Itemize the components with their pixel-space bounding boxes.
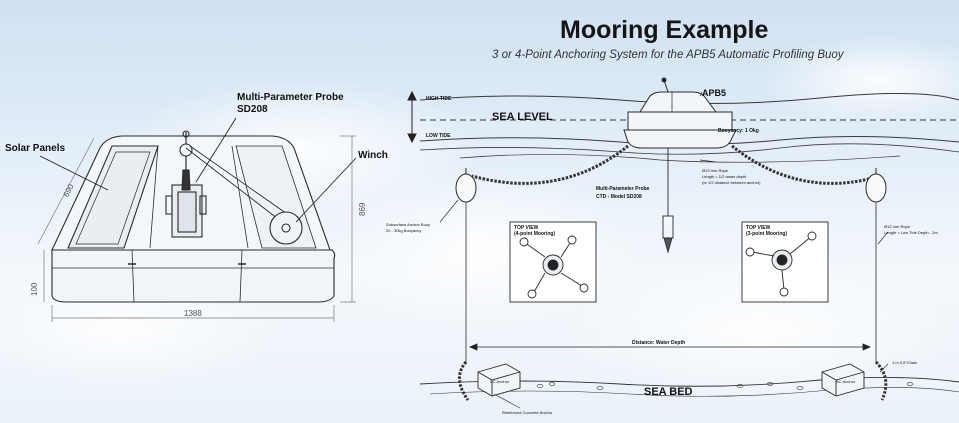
right-label-leaders	[439, 91, 889, 409]
ctd-probe	[662, 148, 674, 254]
tide-markers	[407, 90, 417, 144]
dimension-base: 100	[30, 282, 39, 296]
subsurface-buoy-line2: 20 - 30kg Buoyancy	[386, 228, 422, 233]
rope-note-line3: (or 1/2 distance between anchor)	[702, 180, 761, 185]
rope-note-line1: Ø12 mm Rope	[702, 168, 729, 173]
subsurface-buoys	[455, 168, 887, 203]
anchor-block-text-right: AC Anchor	[836, 379, 856, 384]
high-tide-label: HIGH TIDE	[426, 96, 452, 102]
page-title: Mooring Example	[560, 16, 769, 44]
anchor-ropes	[465, 202, 877, 362]
bottom-chains	[458, 360, 888, 401]
subsurface-buoy-line1: Subsurface Anchor Buoy	[386, 222, 431, 227]
probe-label-left-line1: Multi-Parameter Probe	[237, 92, 344, 103]
inset-top-view-4point	[509, 221, 597, 303]
rope-right-line2: Length = Low Tide Depth - 2m	[884, 230, 938, 235]
low-tide-label: LOW TIDE	[426, 133, 451, 139]
inset-right-title-line1: TOP VIEW	[746, 225, 771, 231]
distance-arrow	[468, 343, 872, 351]
winch-label: Winch	[358, 150, 388, 161]
buoy-cross-section	[51, 130, 336, 303]
inset-left-title-line1: TOP VIEW	[514, 225, 539, 231]
inset-left-title-line2: (4-point Mooring)	[514, 231, 556, 237]
rope-note-line2: Length = 1/2 water depth	[702, 174, 747, 179]
inset-top-view-3point	[741, 221, 829, 303]
rope-right-line1: Ø12 mm Rope	[884, 224, 911, 229]
distance-label: Distance: Water Depth	[632, 340, 686, 346]
anchor-label: Reinforced Concrete Anchor	[502, 410, 553, 415]
surface-buoy	[623, 77, 737, 149]
anchor-block-text-left: AC Anchor	[490, 379, 510, 384]
solar-panels-label: Solar Panels	[5, 143, 66, 154]
probe-label-right-line2: CTD - Model SD208	[596, 194, 642, 200]
probe-label-left-line2: SD208	[237, 104, 268, 115]
page-subtitle: 3 or 4-Point Anchoring System for the AP…	[492, 49, 844, 61]
mooring-chains	[471, 144, 881, 185]
label-leaders	[39, 117, 357, 223]
buoy-label: APB5	[702, 88, 727, 98]
dimension-lines	[37, 135, 356, 322]
inset-right-title-line2: (3-point Mooring)	[746, 231, 788, 237]
sea-level-label: SEA LEVEL	[492, 111, 553, 123]
buoyancy-label: Buoyancy: 1 Okg	[718, 128, 759, 134]
concrete-anchors	[477, 363, 865, 397]
dimension-width: 1388	[184, 309, 202, 318]
sea-bed-label: SEA BED	[644, 386, 693, 398]
chain-label: 1 m 0.5"Chain	[892, 360, 918, 365]
dimension-height: 869	[358, 202, 367, 216]
probe-label-right-line1: Multi-Parameter Probe	[596, 186, 650, 192]
